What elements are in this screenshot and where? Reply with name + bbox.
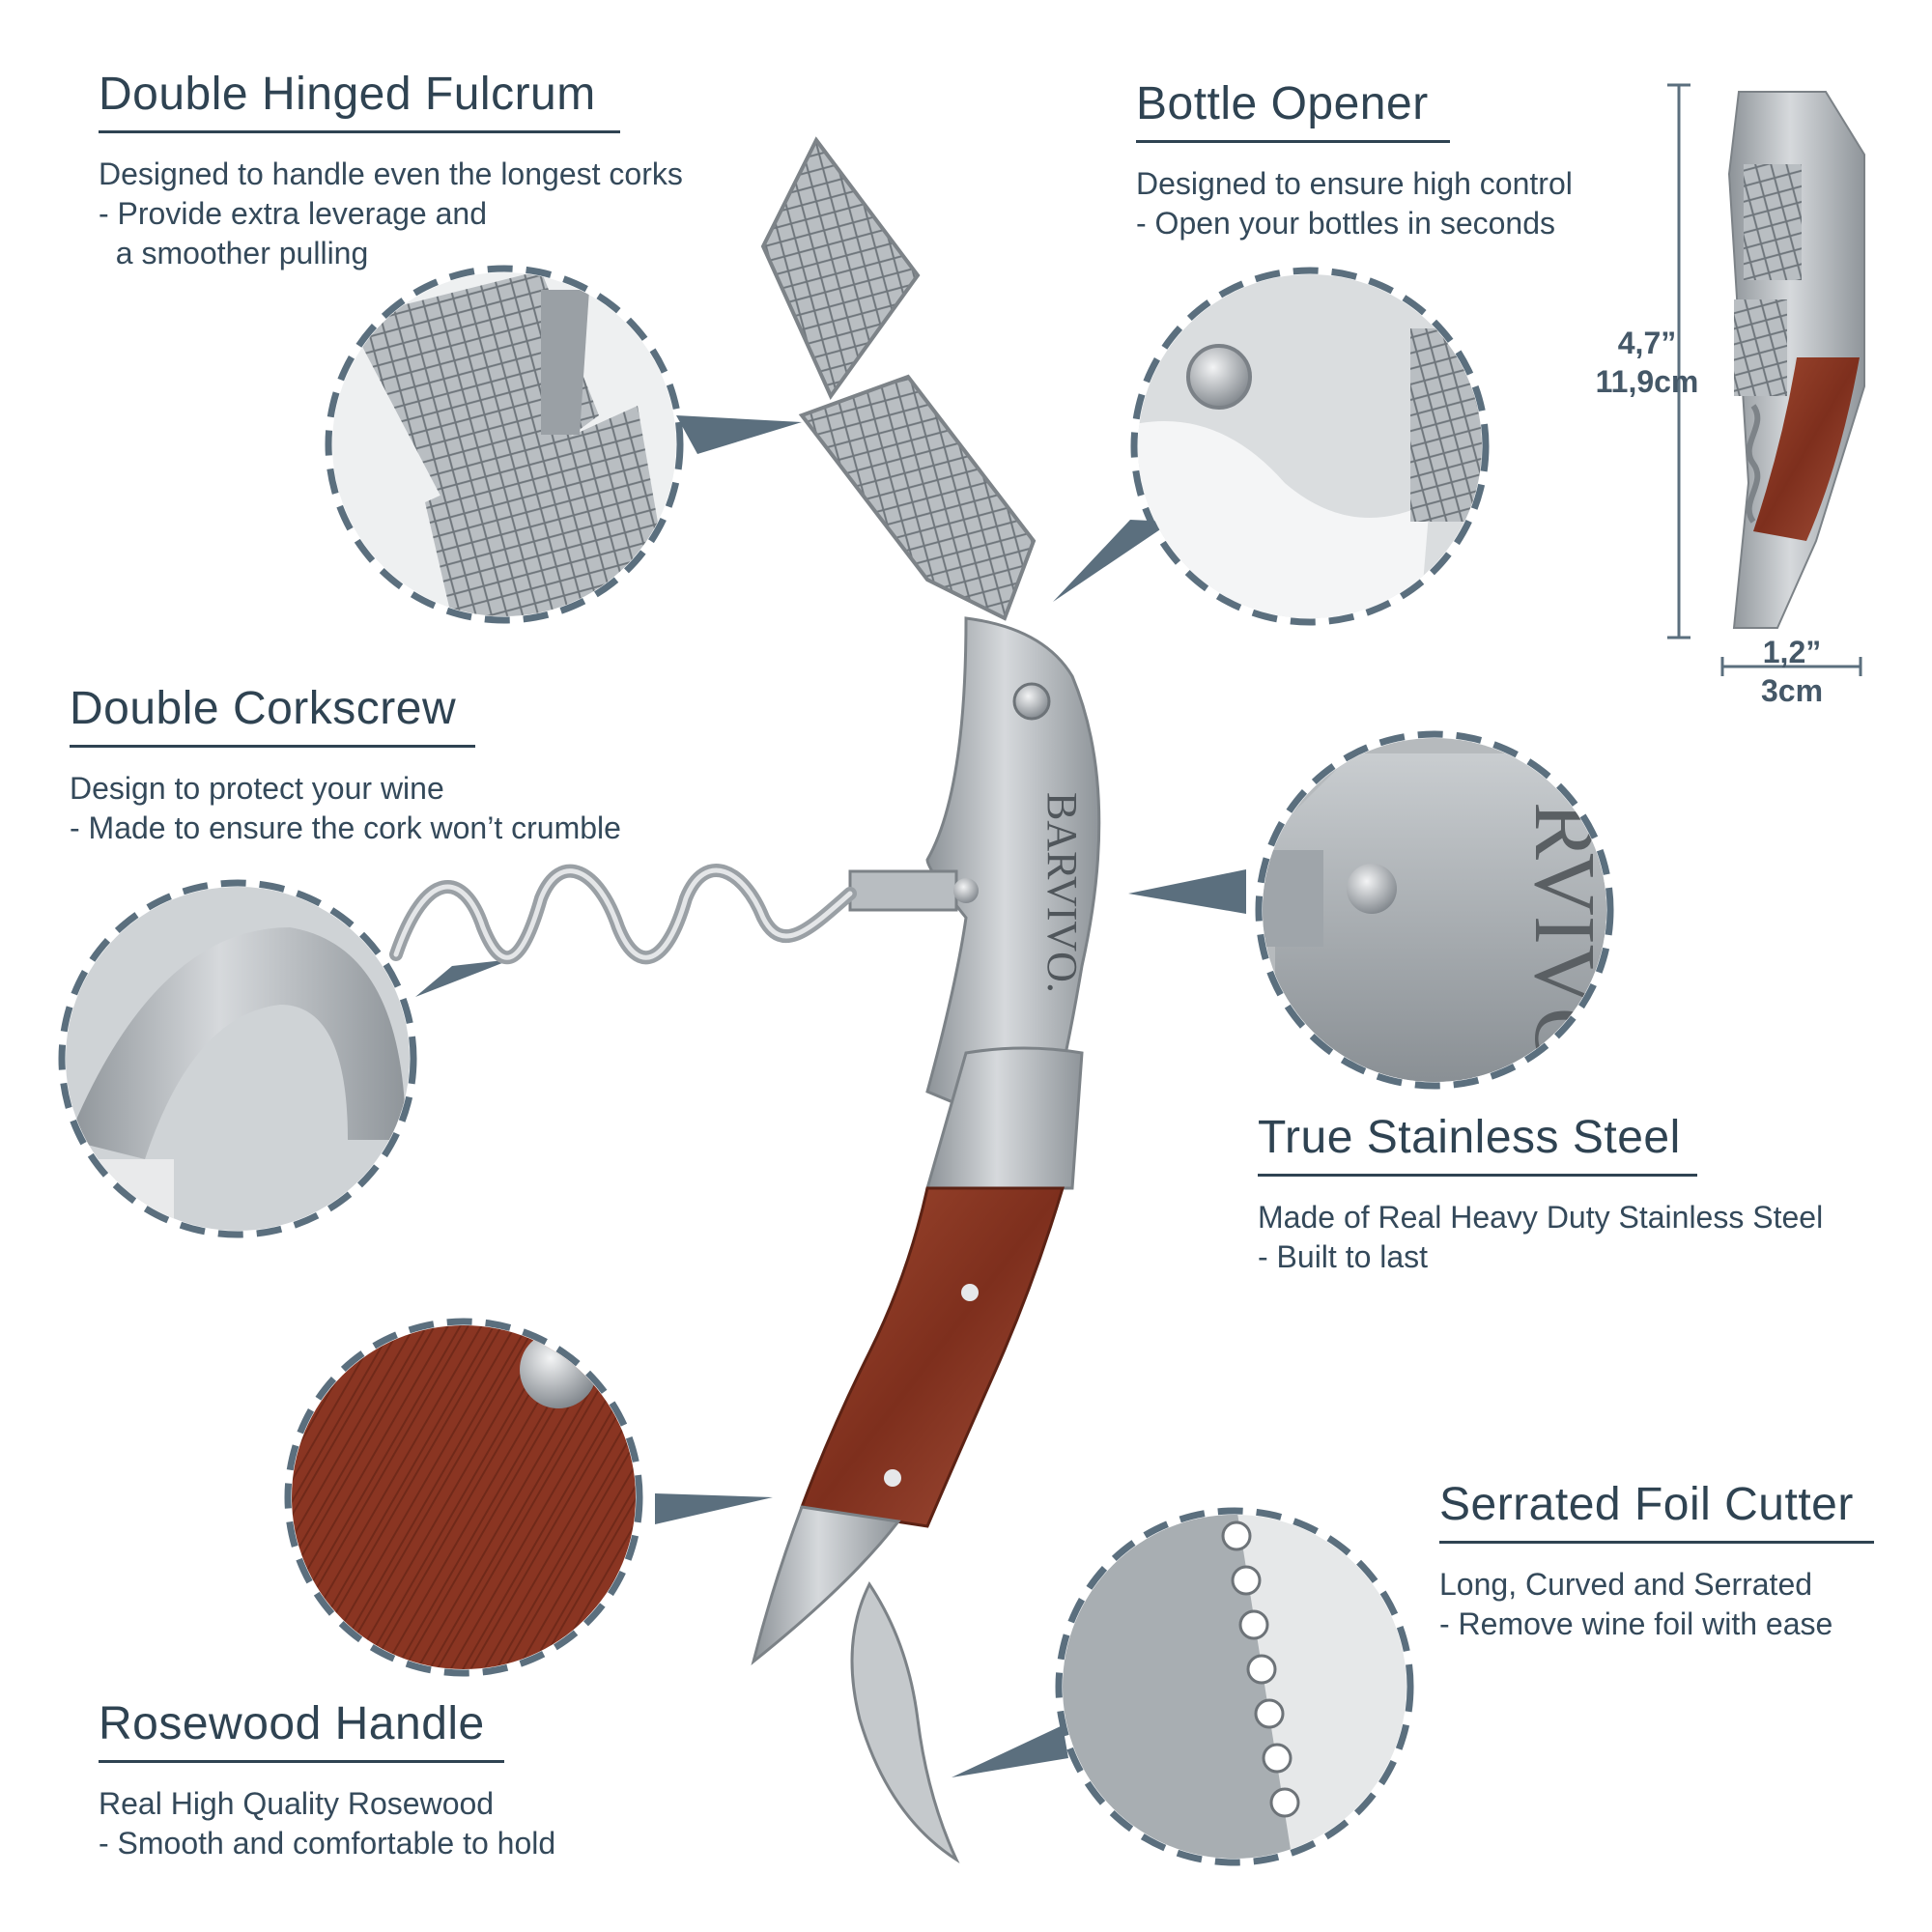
feature-corkscrew: Double Corkscrew Design to protect your … bbox=[70, 682, 621, 848]
svg-text:RVIVO.: RVIVO. bbox=[1517, 802, 1612, 1092]
title-underline bbox=[70, 745, 475, 748]
feature-title: Bottle Opener bbox=[1136, 78, 1429, 129]
height-inches: 4,7” bbox=[1617, 326, 1677, 360]
feature-fulcrum: Double Hinged Fulcrum Designed to handle… bbox=[99, 68, 683, 273]
title-underline bbox=[1258, 1174, 1697, 1177]
width-inches: 1,2” bbox=[1762, 635, 1822, 669]
title-underline bbox=[99, 130, 620, 133]
height-dimension-label: 4,7” 11,9cm bbox=[1579, 324, 1715, 401]
feature-description: Designed to handle even the longest cork… bbox=[99, 156, 683, 270]
product-thumbnail bbox=[1727, 91, 1865, 629]
feature-description: Made of Real Heavy Duty Stainless Steel … bbox=[1258, 1200, 1824, 1274]
feature-description: Designed to ensure high control - Open y… bbox=[1136, 166, 1573, 241]
width-dimension-label: 1,2” 3cm bbox=[1729, 633, 1855, 710]
feature-bottle-opener: Bottle Opener Designed to ensure high co… bbox=[1136, 77, 1573, 243]
feature-title: Serrated Foil Cutter bbox=[1439, 1479, 1854, 1530]
brand-engraving: BARVIVO. bbox=[1038, 792, 1086, 993]
dimension-lines bbox=[1667, 83, 1862, 676]
feature-description: Long, Curved and Serrated - Remove wine … bbox=[1439, 1567, 1833, 1641]
feature-foil-cutter: Serrated Foil Cutter Long, Curved and Se… bbox=[1439, 1478, 1874, 1644]
feature-title: Double Hinged Fulcrum bbox=[99, 69, 596, 120]
title-underline bbox=[1136, 140, 1450, 143]
feature-title: Double Corkscrew bbox=[70, 683, 457, 734]
feature-rosewood-handle: Rosewood Handle Real High Quality Rosewo… bbox=[99, 1697, 556, 1863]
feature-title: Rosewood Handle bbox=[99, 1698, 485, 1749]
title-underline bbox=[1439, 1541, 1874, 1544]
feature-stainless-steel: True Stainless Steel Made of Real Heavy … bbox=[1258, 1111, 1824, 1277]
height-centimeters: 11,9cm bbox=[1595, 364, 1699, 399]
feature-title: True Stainless Steel bbox=[1258, 1112, 1681, 1163]
width-centimeters: 3cm bbox=[1760, 673, 1824, 708]
feature-description: Design to protect your wine - Made to en… bbox=[70, 771, 621, 845]
title-underline bbox=[99, 1760, 504, 1763]
feature-description: Real High Quality Rosewood - Smooth and … bbox=[99, 1786, 556, 1861]
